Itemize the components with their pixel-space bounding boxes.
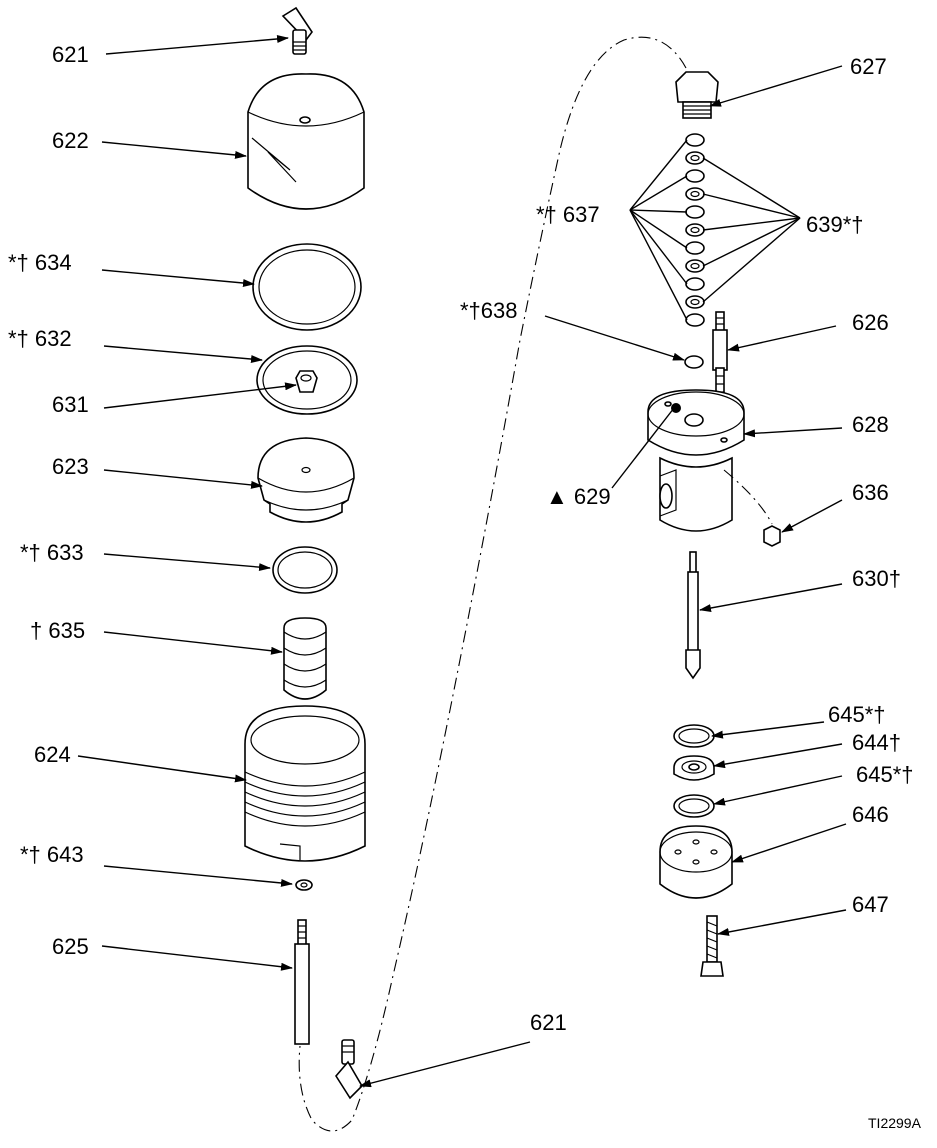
part-621-top-elbow-fitting [281, 6, 313, 55]
part-644-seat [673, 755, 715, 781]
callout-623: 623 [52, 454, 89, 479]
stack-washers [685, 133, 705, 327]
callout-633: *† 633 [20, 540, 84, 565]
callout-643: *† 643 [20, 842, 84, 867]
part-646-end-cap [659, 825, 733, 899]
callout-labels: 621 622 *† 634 *† 632 631 623 *† 633 † 6… [8, 42, 922, 1131]
callout-622: 622 [52, 128, 89, 153]
callout-627: 627 [850, 54, 887, 79]
callout-634: *† 634 [8, 250, 72, 275]
part-633-o-ring [272, 546, 338, 594]
part-636-plug [763, 525, 781, 547]
part-627-fitting [675, 71, 719, 119]
part-645-seal-upper [673, 724, 715, 748]
part-623-piston [257, 437, 355, 523]
part-624-housing [244, 705, 366, 862]
callout-621-bottom: 621 [530, 1010, 567, 1035]
callout-645-upper: 645*† [828, 702, 886, 727]
air-tube-path [298, 36, 687, 1132]
callout-647: 647 [852, 892, 889, 917]
part-631-nut [295, 370, 318, 393]
callout-635: † 635 [30, 618, 85, 643]
callout-626: 626 [852, 310, 889, 335]
callout-628: 628 [852, 412, 889, 437]
part-635-spring [283, 617, 327, 700]
part-638-washer [684, 355, 704, 369]
callout-632: *† 632 [8, 326, 72, 351]
callout-639: 639*† [806, 212, 864, 237]
part-637-639-washer-stack [685, 133, 705, 327]
part-628-manifold [647, 389, 745, 532]
part-626-stud [712, 311, 728, 409]
figure-id: TI2299A [868, 1115, 922, 1131]
callout-638: *†638 [460, 298, 518, 323]
part-643-washer [295, 879, 313, 891]
part-625-rod [294, 919, 310, 1045]
callout-637: *† 637 [536, 202, 600, 227]
part-645-seal-lower [673, 794, 715, 818]
part-634-o-ring [252, 243, 362, 331]
callout-645-lower: 645*† [856, 762, 914, 787]
fitting-tube-path [723, 469, 773, 525]
callout-625: 625 [52, 934, 89, 959]
part-630-needle [685, 551, 701, 680]
callout-624: 624 [34, 742, 71, 767]
part-622-cap [247, 73, 365, 210]
callout-631: 631 [52, 392, 89, 417]
callout-646: 646 [852, 802, 889, 827]
callout-644: 644† [852, 730, 901, 755]
callout-636: 636 [852, 480, 889, 505]
callout-629-dot [671, 403, 681, 413]
callout-629: ▲ 629 [546, 484, 611, 509]
leader-lines [77, 34, 847, 1088]
part-647-screw [700, 915, 724, 977]
callout-621-top: 621 [52, 42, 89, 67]
part-621-bottom-elbow-fitting [335, 1039, 364, 1100]
callout-630: 630† [852, 566, 901, 591]
